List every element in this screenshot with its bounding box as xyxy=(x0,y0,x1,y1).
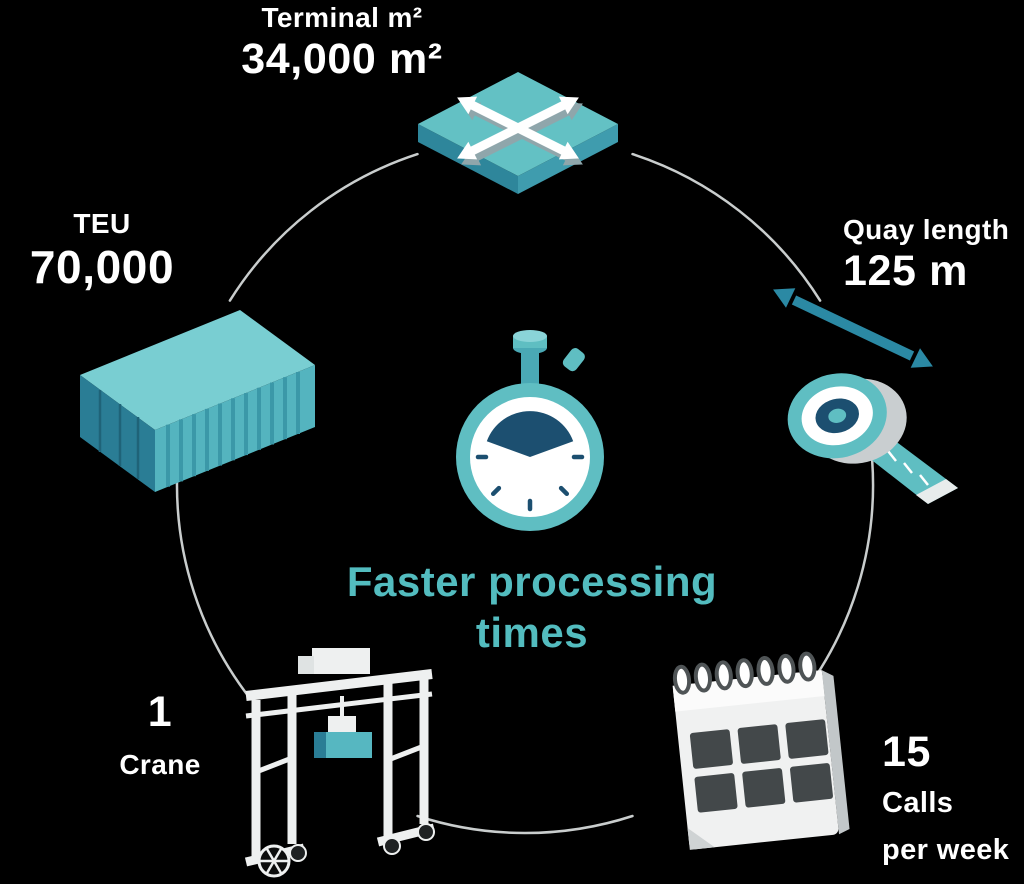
crane-value: 1 xyxy=(147,688,173,736)
center-title-line2: times xyxy=(475,609,589,657)
crane-label: Crane xyxy=(119,749,201,781)
terminal-value: 34,000 m² xyxy=(241,35,443,83)
center-title: Faster processing times xyxy=(262,556,802,658)
quay-value: 125 m xyxy=(843,247,968,295)
teu-label: TEU xyxy=(73,208,131,239)
quay-label: Quay length xyxy=(843,214,1010,245)
stopwatch-icon xyxy=(448,322,618,552)
stat-terminal: Terminal m² 34,000 m² xyxy=(212,0,472,84)
shipping-container-icon xyxy=(70,280,330,500)
stat-quay: Quay length 125 m xyxy=(843,212,1024,296)
tape-measure-icon xyxy=(760,268,960,508)
terminal-label: Terminal m² xyxy=(261,2,423,33)
stat-teu: TEU 70,000 xyxy=(12,206,192,294)
gantry-crane-icon xyxy=(220,632,460,882)
crossed-arrows-platform-icon xyxy=(408,64,628,204)
center-title-line1: Faster processing xyxy=(346,558,718,605)
calls-label-line1: Calls xyxy=(882,787,954,820)
stat-calls: 15 Calls per week xyxy=(882,728,1022,868)
calendar-icon xyxy=(665,642,855,862)
calls-label-line2: per week xyxy=(882,833,1010,866)
calls-value: 15 xyxy=(882,728,932,776)
teu-value: 70,000 xyxy=(29,241,175,293)
circle-outline xyxy=(175,152,875,835)
stat-crane: 1 Crane xyxy=(95,688,225,782)
